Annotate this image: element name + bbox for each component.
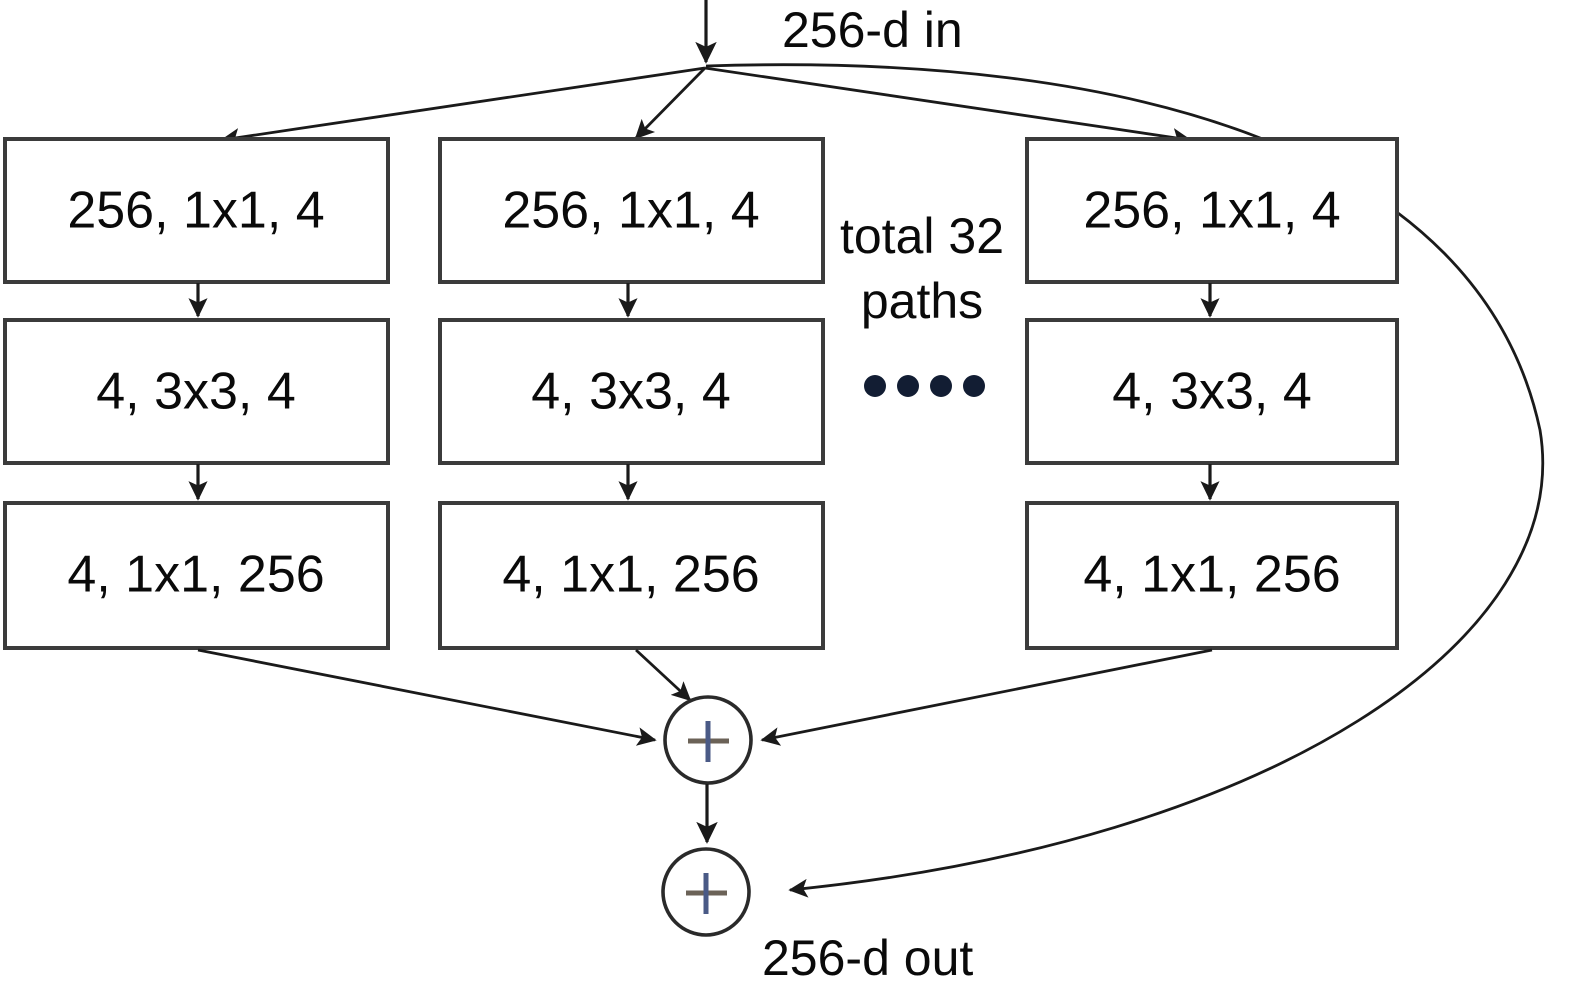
output-label: 256-d out xyxy=(762,930,973,986)
path-column-3: 256, 1x1, 4 4, 3x3, 4 4, 1x1, 256 xyxy=(760,137,1399,746)
path-3-to-sum-arrow xyxy=(760,648,1213,746)
path-3-layer-2-label: 4, 3x3, 4 xyxy=(1112,363,1311,421)
path-3-layer-1-box[interactable] xyxy=(1025,137,1399,284)
identity-shortcut-arrow xyxy=(705,63,1545,898)
path-2-layer-1-label: 256, 1x1, 4 xyxy=(502,182,759,240)
path-1-layer-1-box[interactable] xyxy=(3,137,390,284)
path-3-layer-2-box[interactable] xyxy=(1025,318,1399,465)
fanout-arrow-path-1 xyxy=(220,66,706,147)
shortcut-connection-group xyxy=(705,63,1545,898)
paths-ellipsis xyxy=(864,375,985,397)
ellipsis-dot-4 xyxy=(963,375,985,397)
path-3-layer-1-label: 256, 1x1, 4 xyxy=(1083,182,1340,240)
path-column-1: 256, 1x1, 4 4, 3x3, 4 4, 1x1, 256 xyxy=(3,137,657,746)
path-1-layer-3-label: 4, 1x1, 256 xyxy=(67,546,324,604)
path-1-layer-1-label: 256, 1x1, 4 xyxy=(67,182,324,240)
path-1-to-sum-arrow xyxy=(197,648,657,746)
path-1-layer-2-box[interactable] xyxy=(3,318,390,465)
fanout-arrow-path-2 xyxy=(634,67,706,140)
path-2-to-sum-arrow xyxy=(635,648,692,702)
total-paths-note-line1: total 32 xyxy=(840,208,1004,264)
path-3-layer-3-label: 4, 1x1, 256 xyxy=(1083,546,1340,604)
residual-shortcut-sum[interactable] xyxy=(661,847,751,937)
path-2-layer-3-label: 4, 1x1, 256 xyxy=(502,546,759,604)
fanout-arrow-path-3 xyxy=(704,66,1192,147)
path-1-layer-3-box[interactable] xyxy=(3,501,390,650)
path-column-2: 256, 1x1, 4 4, 3x3, 4 4, 1x1, 256 xyxy=(438,137,825,702)
path-2-layer-2-label: 4, 3x3, 4 xyxy=(531,363,730,421)
path-2-layer-3-box[interactable] xyxy=(438,501,825,650)
total-paths-note-line2: paths xyxy=(861,273,983,329)
ellipsis-dot-2 xyxy=(897,375,919,397)
path-aggregation-sum[interactable] xyxy=(663,695,753,785)
input-label: 256-d in xyxy=(782,2,963,58)
path-2-layer-2-box[interactable] xyxy=(438,318,825,465)
ellipsis-dot-3 xyxy=(930,375,952,397)
fanout-group xyxy=(220,66,1192,147)
path-2-layer-1-box[interactable] xyxy=(438,137,825,284)
ellipsis-dot-1 xyxy=(864,375,886,397)
path-1-layer-2-label: 4, 3x3, 4 xyxy=(96,363,295,421)
path-3-layer-3-box[interactable] xyxy=(1025,501,1399,650)
